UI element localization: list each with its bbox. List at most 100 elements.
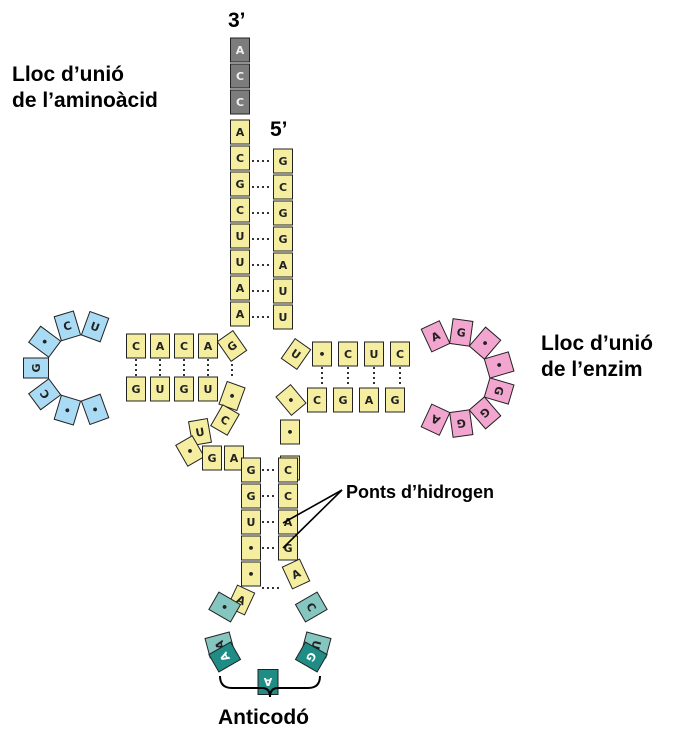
svg-text:G: G xyxy=(30,363,43,372)
svg-text:G: G xyxy=(207,452,216,465)
svg-text:C: C xyxy=(284,490,292,503)
anticodon-stem-right-cell: C xyxy=(279,458,298,482)
anticodon-loop-cell: C xyxy=(295,592,327,622)
variable-region-cell: G xyxy=(203,446,222,470)
anticodon-stem-right-cell: G xyxy=(279,536,298,560)
svg-text:A: A xyxy=(365,394,374,407)
d-stem-top-cell: C xyxy=(127,334,146,358)
variable-region-cell: A xyxy=(225,446,244,470)
t-stem-bottom-cell: C xyxy=(308,388,327,412)
d-stem-top-cell: C xyxy=(175,334,194,358)
t-stem-bottom-cell: G xyxy=(334,388,353,412)
svg-text:C: C xyxy=(396,348,404,361)
d-stem-bottom-cell: U xyxy=(151,377,170,401)
acceptor-right-cell: U xyxy=(274,279,293,303)
t-stem-top-cell: C xyxy=(391,342,410,366)
svg-text:C: C xyxy=(279,181,287,194)
svg-text:C: C xyxy=(236,96,244,109)
t-stem-bottom-cell: A xyxy=(360,388,379,412)
d-stem-bottom-cell: U xyxy=(199,377,218,401)
svg-text:C: C xyxy=(236,152,244,165)
acceptor-right-cell: G xyxy=(274,149,293,173)
t-stem-bottom-cell: G xyxy=(386,388,405,412)
svg-text:G: G xyxy=(131,383,140,396)
t-loop-cell: G xyxy=(469,397,500,429)
svg-text:A: A xyxy=(236,126,245,139)
enzyme-site-line-2: de l’enzim xyxy=(541,357,653,383)
connector-cell: • xyxy=(281,420,300,444)
acceptor-left-cell: U xyxy=(231,224,250,248)
svg-text:U: U xyxy=(204,383,213,396)
svg-text:U: U xyxy=(236,256,245,269)
d-loop-cell: • xyxy=(81,394,108,424)
acceptor-left-cell: U xyxy=(231,250,250,274)
t-loop-cell: A xyxy=(421,321,450,352)
d-loop-cell: • xyxy=(29,326,61,357)
d-stem-top-cell: G xyxy=(217,331,246,362)
hydrogen-bonds xyxy=(136,161,400,588)
svg-text:G: G xyxy=(246,490,255,503)
svg-text:A: A xyxy=(279,259,288,272)
d-stem-bottom-cell: G xyxy=(127,377,146,401)
acceptor-left-cell: G xyxy=(231,172,250,196)
svg-text:U: U xyxy=(247,516,256,529)
t-loop-cell: G xyxy=(484,378,514,404)
svg-text:C: C xyxy=(180,340,188,353)
acceptor-left-cell: C xyxy=(231,146,250,170)
acceptor-right-cell: A xyxy=(274,253,293,277)
svg-text:A: A xyxy=(230,452,239,465)
svg-text:U: U xyxy=(279,285,288,298)
d-loop-cell: • xyxy=(54,395,80,425)
enzyme-site-label: Lloc d’unió de l’enzim xyxy=(541,331,653,384)
anticodon-stem-left-cell: G xyxy=(242,458,261,482)
t-loop-cell: G xyxy=(450,319,473,346)
svg-text:U: U xyxy=(279,311,288,324)
svg-text:G: G xyxy=(456,416,467,430)
t-stem-top-cell: U xyxy=(281,339,310,370)
anticodon-stem-left-cell: G xyxy=(242,484,261,508)
svg-text:A: A xyxy=(156,340,165,353)
d-loop-cell: C xyxy=(29,379,61,410)
acceptor-end-cell: C xyxy=(231,90,250,114)
svg-text:G: G xyxy=(278,155,287,168)
svg-text:G: G xyxy=(390,394,399,407)
svg-text:U: U xyxy=(236,230,245,243)
amino-acid-site-line-1: Lloc d’unió xyxy=(12,62,158,88)
svg-text:C: C xyxy=(344,348,352,361)
svg-text:•: • xyxy=(247,542,254,555)
d-loop-cell: U xyxy=(81,311,108,341)
five-prime-label: 5’ xyxy=(270,117,288,143)
d-stem-top-cell: A xyxy=(199,334,218,358)
d-stem-top-cell: A xyxy=(151,334,170,358)
svg-text:G: G xyxy=(235,178,244,191)
svg-text:•: • xyxy=(286,426,293,439)
svg-text:A: A xyxy=(236,282,245,295)
svg-text:G: G xyxy=(278,207,287,220)
acceptor-left-cell: C xyxy=(231,198,250,222)
t-loop-cell: A xyxy=(421,404,450,435)
acceptor-left-cell: A xyxy=(231,276,250,300)
t-loop-cell: • xyxy=(484,352,514,378)
svg-text:U: U xyxy=(370,348,379,361)
acceptor-right-cell: G xyxy=(274,201,293,225)
anticodon-stem-left-cell: • xyxy=(242,536,261,560)
anticodon-stem-left-cell: • xyxy=(242,562,261,586)
t-loop-cell: • xyxy=(469,327,500,359)
t-stem-top-cell: • xyxy=(313,342,332,366)
acceptor-right-cell: C xyxy=(274,175,293,199)
three-prime-label: 3’ xyxy=(228,8,246,34)
svg-text:G: G xyxy=(179,383,188,396)
anticodon-label: Anticodó xyxy=(218,705,309,731)
svg-text:•: • xyxy=(318,348,325,361)
d-loop-cell: C xyxy=(54,311,80,341)
acceptor-left-cell: A xyxy=(231,120,250,144)
svg-text:C: C xyxy=(284,464,292,477)
anticodon-stem-right-cell: A xyxy=(279,510,298,534)
svg-text:C: C xyxy=(236,204,244,217)
svg-text:A: A xyxy=(236,44,245,57)
enzyme-site-line-1: Lloc d’unió xyxy=(541,331,653,357)
acceptor-left-cell: A xyxy=(231,302,250,326)
d-stem-bottom-cell: G xyxy=(175,377,194,401)
svg-text:G: G xyxy=(278,233,287,246)
